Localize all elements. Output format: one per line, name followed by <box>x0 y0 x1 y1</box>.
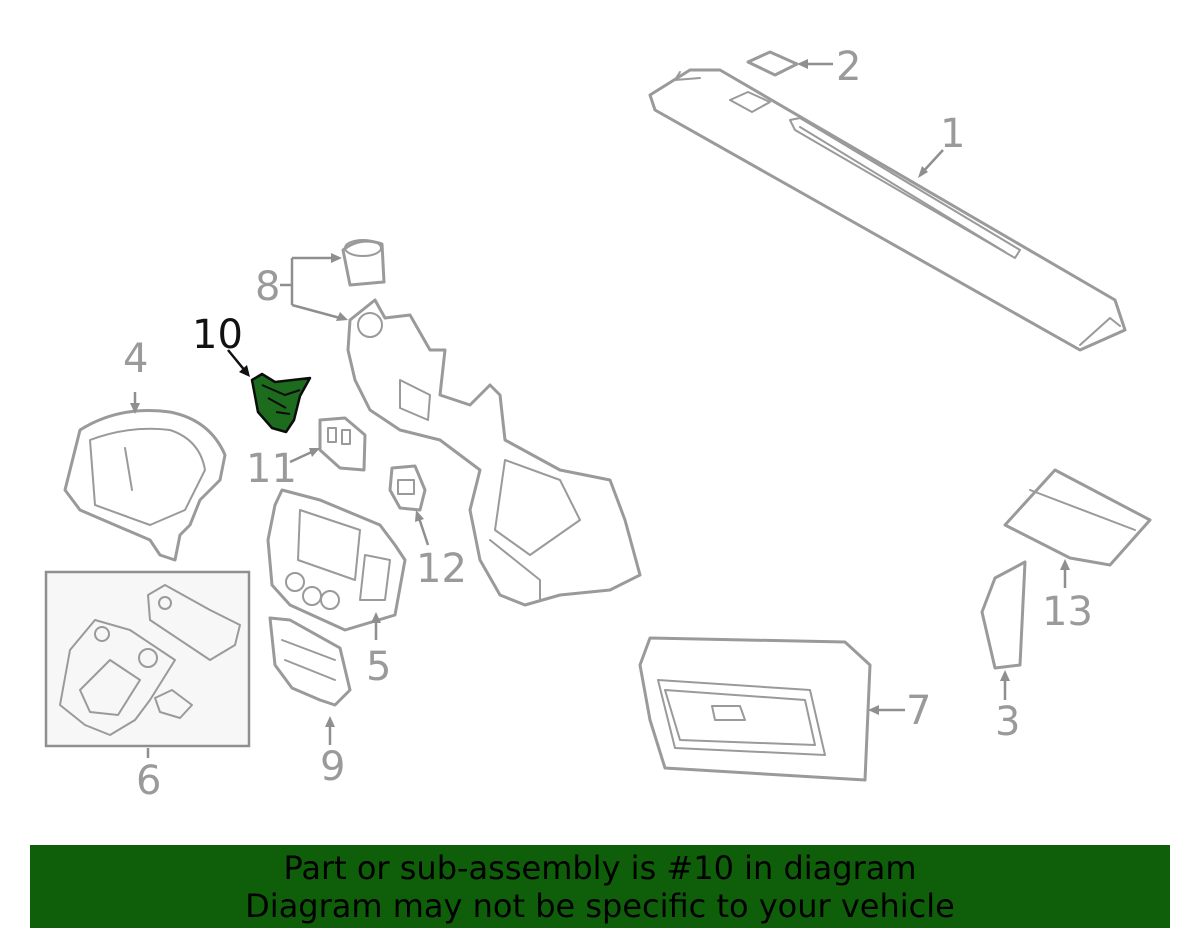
part-12-connector[interactable] <box>388 464 427 512</box>
part-5-center-bezel[interactable] <box>266 488 407 632</box>
callout-12: 12 <box>416 546 467 592</box>
callout-9: 9 <box>320 744 345 790</box>
center-console-structure <box>346 298 642 607</box>
banner-line-1: Part or sub-assembly is #10 in diagram <box>283 848 917 887</box>
part-9-lower-bezel[interactable] <box>268 616 352 707</box>
callout-6: 6 <box>136 758 161 804</box>
part-1-dash-panel[interactable] <box>648 68 1127 352</box>
callout-2: 2 <box>836 44 861 90</box>
banner-line-2: Diagram may not be specific to your vehi… <box>245 886 955 925</box>
callout-13: 13 <box>1042 589 1093 635</box>
part-7-glove-box[interactable] <box>638 636 872 782</box>
part-10-bracket-highlighted[interactable] <box>250 372 312 434</box>
callout-5: 5 <box>366 644 391 690</box>
callout-8: 8 <box>255 264 280 310</box>
callout-1: 1 <box>940 111 965 157</box>
callout-10: 10 <box>192 312 243 358</box>
info-banner: Part or sub-assembly is #10 in diagram D… <box>30 845 1170 928</box>
part-11-switch[interactable] <box>318 416 367 472</box>
callout-11: 11 <box>246 446 297 492</box>
leader-lines <box>130 59 1070 758</box>
callout-7: 7 <box>906 688 931 734</box>
part-4-cluster-bezel[interactable] <box>63 408 227 562</box>
part-3-side-trim[interactable] <box>980 560 1027 670</box>
exploded-parts-diagram: 1 2 3 4 5 6 7 8 9 10 11 12 13 <box>44 44 1152 804</box>
callout-4: 4 <box>123 336 148 382</box>
callout-3: 3 <box>995 699 1020 745</box>
part-8-start-switch[interactable] <box>341 239 386 287</box>
part-6-inset[interactable] <box>44 570 251 748</box>
part-2-clip[interactable] <box>746 50 799 77</box>
part-13-side-panel[interactable] <box>1003 468 1152 567</box>
